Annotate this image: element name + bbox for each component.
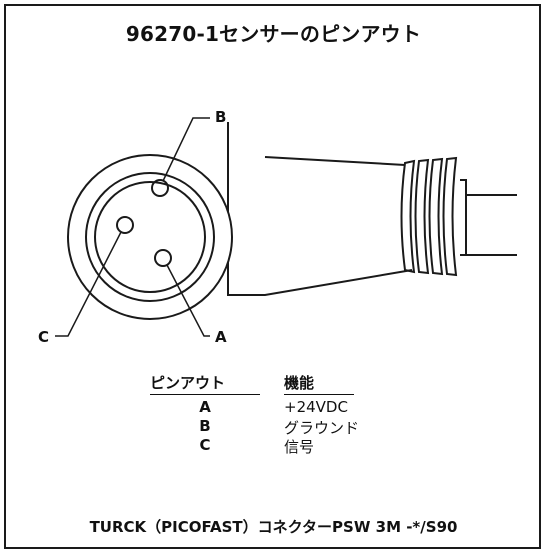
pin-b <box>151 179 169 197</box>
pin-a <box>154 249 172 267</box>
connector-body <box>227 122 413 296</box>
pin-label-b: B <box>215 108 227 126</box>
function-cell: 信号 <box>284 438 315 456</box>
connector-caption: TURCK（PICOFAST）コネクターPSW 3M -*/S90 <box>89 518 458 536</box>
connector-inner-ring <box>85 172 215 302</box>
pin-cell: C <box>199 436 211 454</box>
leader-lines <box>55 117 210 337</box>
pinout-header: ピンアウト <box>150 372 260 395</box>
function-header: 機能 <box>284 372 354 395</box>
pin-label-c: C <box>38 328 50 346</box>
cable <box>466 194 517 256</box>
pin-c <box>116 216 134 234</box>
function-cell: +24VDC <box>284 398 348 416</box>
connector-face <box>94 181 206 293</box>
table-row: C 信号 <box>150 436 450 456</box>
figure-frame <box>4 4 541 549</box>
connector-outer-ring <box>67 154 233 320</box>
function-cell: グラウンド <box>284 419 360 437</box>
pin-cell: B <box>199 417 211 435</box>
table-row: A +24VDC <box>150 398 450 416</box>
pin-cell: A <box>199 398 211 416</box>
pin-label-a: A <box>215 328 227 346</box>
table-row: B グラウンド <box>150 417 450 437</box>
diagram-title: 96270-1センサーのピンアウト <box>125 22 422 46</box>
strain-relief-ribs <box>400 156 467 277</box>
